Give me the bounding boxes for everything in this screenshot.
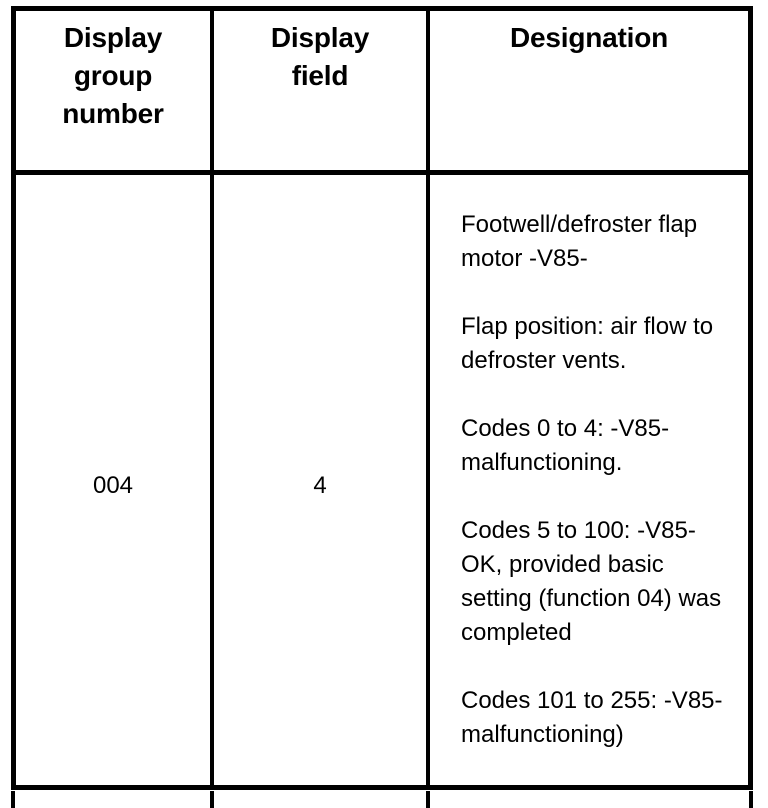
- designation-paragraph: Codes 5 to 100: -V85- OK, provided basic…: [461, 517, 722, 646]
- table-cell-display-field: 4: [214, 175, 426, 785]
- column-separator-2: [426, 6, 430, 790]
- header-body-divider: [11, 170, 753, 175]
- table-cell-designation: Footwell/defroster flap motor -V85- Flap…: [430, 175, 748, 785]
- header-line: Display: [63, 22, 163, 53]
- next-row-column-separator-2: [426, 791, 430, 808]
- column-header-designation: Designation: [430, 11, 748, 170]
- designation-text-block: Footwell/defroster flap motor -V85- Flap…: [461, 208, 731, 752]
- table-outer-border: [11, 6, 753, 790]
- designation-paragraph: Codes 101 to 255: -V85- malfunctioning): [461, 687, 723, 748]
- column-separator-1: [210, 6, 214, 790]
- next-row-left-border: [11, 791, 15, 808]
- designation-paragraph: Codes 0 to 4: -V85- malfunctioning.: [461, 415, 670, 476]
- next-row-right-border: [749, 791, 753, 808]
- header-line: Designation: [509, 22, 669, 53]
- next-row-partial: [11, 791, 753, 808]
- display-group-number-value: 004: [92, 472, 134, 499]
- header-line: number: [62, 98, 164, 129]
- header-line: Display: [270, 22, 370, 53]
- header-line: group: [73, 60, 153, 91]
- header-line: field: [291, 60, 349, 91]
- data-table: Display group number Display field Desig…: [11, 6, 753, 790]
- display-field-value: 4: [313, 472, 327, 499]
- next-row-column-separator-1: [210, 791, 214, 808]
- column-header-display-group-number: Display group number: [16, 11, 210, 170]
- designation-paragraph: Footwell/defroster flap motor -V85-: [461, 211, 698, 272]
- column-header-display-field: Display field: [214, 11, 426, 170]
- designation-paragraph: Flap position: air flow to defroster ven…: [461, 313, 714, 374]
- table-cell-display-group-number: 004: [16, 175, 210, 785]
